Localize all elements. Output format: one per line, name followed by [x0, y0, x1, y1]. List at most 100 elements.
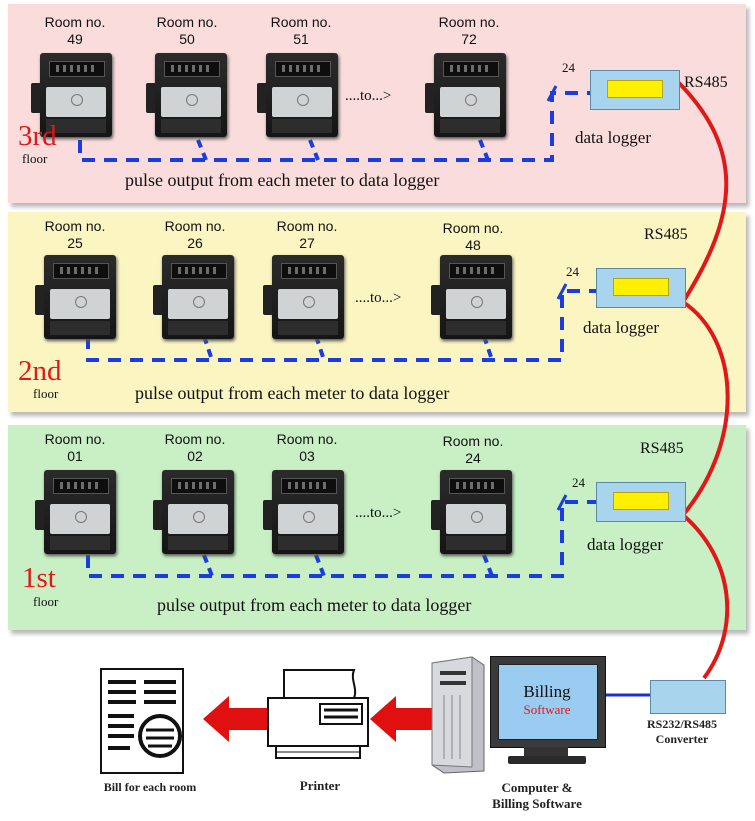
data-logger-device: [596, 482, 686, 522]
room-number: 01: [67, 448, 83, 464]
pulse-drop-floor-1: [202, 554, 494, 577]
data-logger-label: data logger: [583, 318, 659, 337]
rs232-rs485-converter: [650, 680, 726, 714]
room-label-text: Room no.: [442, 220, 504, 236]
energy-meter: [431, 470, 512, 554]
room-number: 48: [465, 237, 481, 253]
computer-label-line2: Billing Software: [492, 796, 582, 811]
energy-meter: [146, 53, 227, 137]
room-label: Room no. 25: [30, 218, 120, 252]
channel-count: 24: [572, 475, 585, 490]
room-label-text: Room no.: [164, 218, 226, 234]
monitor-text-line1: Billing: [523, 682, 571, 701]
data-logger-label: data logger: [575, 128, 651, 147]
floor-word: floor: [33, 386, 59, 401]
room-label: Room no. 02: [150, 431, 240, 465]
data-logger-label: data logger: [587, 535, 663, 554]
room-label-text: Room no.: [44, 218, 106, 234]
pulse-line-floor-3: [78, 91, 590, 162]
rs485-label: RS485: [684, 74, 728, 91]
room-label: Room no. 48: [428, 220, 518, 254]
computer-label: Computer & Billing Software: [462, 780, 612, 812]
energy-meter: [153, 470, 234, 554]
room-label-text: Room no.: [156, 14, 218, 30]
range-text: ....to...>: [355, 290, 402, 306]
floor-number: 1st: [22, 562, 56, 594]
room-label: Room no. 01: [30, 431, 120, 465]
pulse-output-text: pulse output from each meter to data log…: [157, 595, 472, 615]
rs485-cable: [676, 80, 730, 680]
computer-tower-icon: [431, 656, 485, 774]
room-label-text: Room no.: [270, 14, 332, 30]
data-logger-device: [590, 70, 680, 110]
channel-count: 24: [566, 264, 579, 279]
room-number: 27: [299, 235, 315, 251]
room-number: 24: [465, 450, 481, 466]
room-label-text: Room no.: [276, 431, 338, 447]
energy-meter: [425, 53, 506, 137]
room-number: 25: [67, 235, 83, 251]
energy-meter: [257, 53, 338, 137]
energy-meter: [431, 255, 512, 339]
monitor-base: [508, 756, 586, 764]
floor-2-panel: [8, 212, 746, 412]
energy-meter: [31, 53, 112, 137]
converter-label: RS232/RS485 Converter: [622, 717, 742, 747]
room-number: 26: [187, 235, 203, 251]
pulse-line-floor-2: [86, 289, 596, 362]
room-label: Room no. 72: [424, 14, 514, 48]
room-label-text: Room no.: [438, 14, 500, 30]
room-label: Room no. 24: [428, 433, 518, 467]
printer-icon: [267, 669, 369, 759]
floor-number: 3rd: [18, 120, 57, 152]
room-label: Room no. 03: [262, 431, 352, 465]
room-label-text: Room no.: [276, 218, 338, 234]
bus-slash-floor-2: [556, 283, 568, 300]
room-number: 72: [461, 31, 477, 47]
monitor-text-line2: Software: [523, 702, 571, 717]
pulse-line-floor-1: [86, 500, 596, 578]
pulse-output-text: pulse output from each meter to data log…: [125, 170, 440, 190]
energy-meter: [263, 470, 344, 554]
rs485-label: RS485: [640, 440, 684, 457]
floor-1-panel: [8, 425, 746, 630]
floor-number: 2nd: [18, 355, 62, 387]
room-label: Room no. 26: [150, 218, 240, 252]
room-number: 02: [187, 448, 203, 464]
energy-meter: [263, 255, 344, 339]
bill-label: Bill for each room: [103, 780, 197, 794]
bus-slash-floor-1: [556, 494, 568, 511]
monitor-screen: [498, 664, 598, 740]
room-label: Room no. 27: [262, 218, 352, 252]
energy-meter: [153, 255, 234, 339]
range-text: ....to...>: [355, 505, 402, 521]
room-label-text: Room no.: [164, 431, 226, 447]
room-label: Room no. 50: [142, 14, 232, 48]
converter-label-line2: Converter: [655, 732, 709, 746]
pulse-drop-floor-2: [202, 335, 494, 361]
channel-count: 24: [562, 60, 575, 75]
computer-label-line1: Computer &: [501, 780, 573, 795]
pulse-drop-floor-3: [196, 139, 490, 161]
energy-meter: [35, 470, 116, 554]
floor-word: floor: [33, 594, 59, 609]
room-number: 03: [299, 448, 315, 464]
room-label: Room no. 49: [30, 14, 120, 48]
bill-document-icon: [100, 668, 184, 774]
arrow-left-icon: [203, 696, 269, 742]
bus-slash-floor-3: [546, 85, 558, 102]
converter-label-line1: RS232/RS485: [646, 717, 717, 731]
room-label: Room no. 51: [256, 14, 346, 48]
room-number: 49: [67, 31, 83, 47]
rs485-label: RS485: [644, 226, 688, 243]
range-text: ....to...>: [345, 88, 392, 104]
room-label-text: Room no.: [442, 433, 504, 449]
room-label-text: Room no.: [44, 431, 106, 447]
monitor-stand: [524, 747, 568, 757]
arrow-left-icon: [370, 696, 432, 742]
data-logger-device: [596, 268, 686, 308]
room-number: 50: [179, 31, 195, 47]
room-label-text: Room no.: [44, 14, 106, 30]
energy-meter: [35, 255, 116, 339]
